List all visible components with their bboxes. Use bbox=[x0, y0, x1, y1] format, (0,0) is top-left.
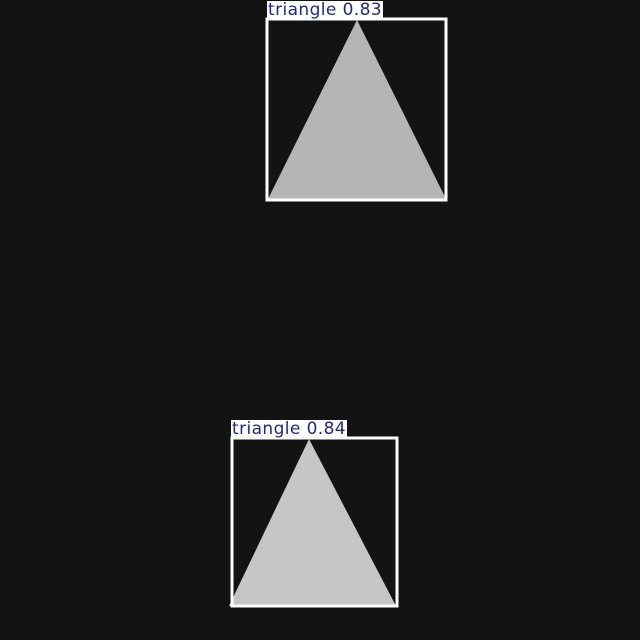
bounding-box bbox=[265, 17, 448, 202]
detection-label: triangle 0.84 bbox=[231, 419, 348, 439]
class-label: triangle bbox=[268, 0, 337, 20]
confidence-score: 0.83 bbox=[342, 0, 383, 20]
confidence-score: 0.84 bbox=[306, 419, 347, 439]
triangle-shape bbox=[229, 439, 396, 606]
class-label: triangle bbox=[232, 419, 301, 439]
detection-label: triangle 0.83 bbox=[267, 0, 384, 20]
bounding-box bbox=[230, 436, 399, 608]
triangle-shape bbox=[268, 20, 446, 199]
